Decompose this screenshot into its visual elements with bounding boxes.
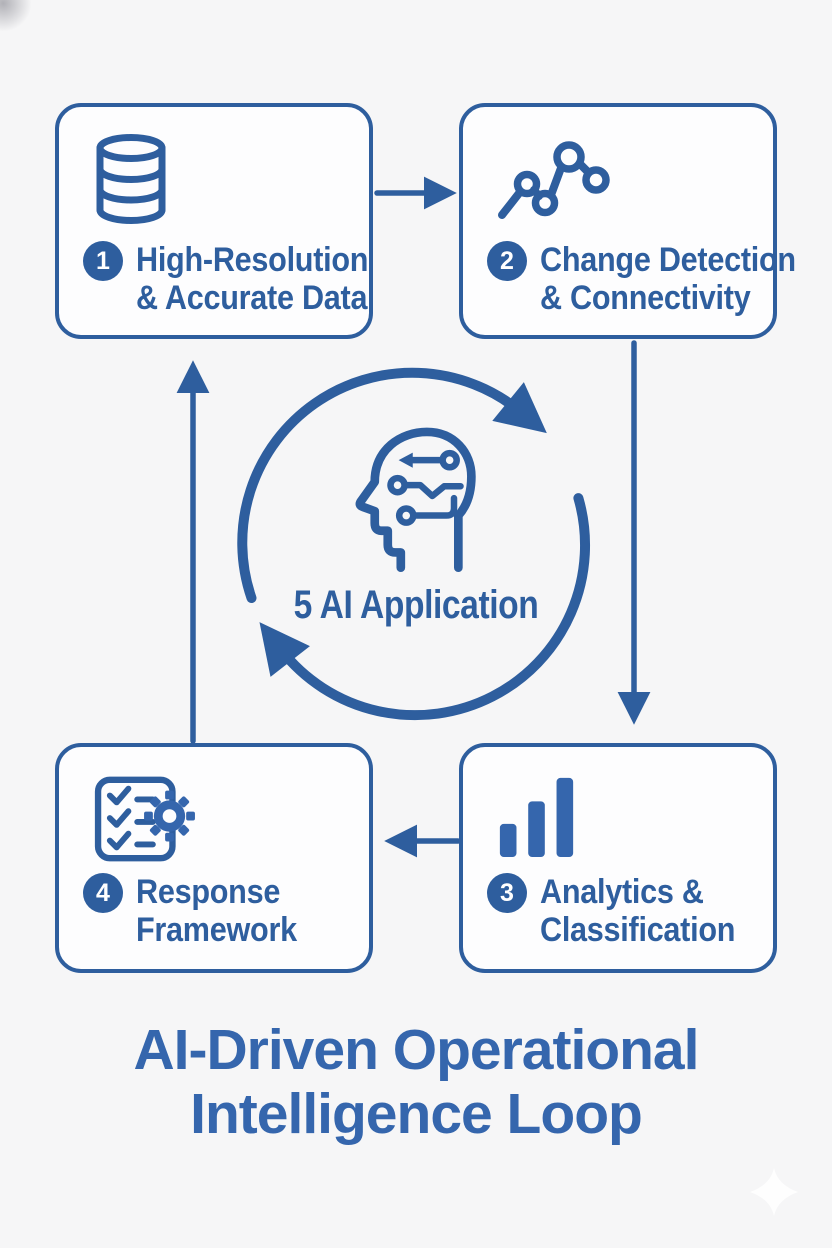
step-1-label-line1: High-Resolution xyxy=(136,241,369,279)
gear-glyph xyxy=(144,790,195,842)
step-2-change-detection-box: 2 Change Detection & Connectivity xyxy=(459,103,796,339)
step-3-label: 3 Analytics & Classification xyxy=(487,873,755,949)
step-2-number-badge: 2 xyxy=(487,241,527,281)
corner-smudge-artifact xyxy=(0,0,34,34)
diagram-title: AI-Driven Operational Intelligence Loop xyxy=(0,1018,832,1146)
diagram-title-line2: Intelligence Loop xyxy=(190,1082,643,1146)
database-icon xyxy=(91,133,351,227)
step-3-analytics-classification-box: 3 Analytics & Classification xyxy=(459,743,777,973)
sparkle-icon xyxy=(750,1168,798,1216)
diagram-title-line1: AI-Driven Operational xyxy=(133,1018,700,1082)
step-4-response-framework-box: 4 Response Framework xyxy=(55,743,373,973)
center-ai-application-label: 5 AI Application xyxy=(293,583,539,627)
step-1-label-line2: & Accurate Data xyxy=(136,279,368,317)
bar-chart-icon xyxy=(495,773,755,863)
ai-head-icon xyxy=(355,427,476,572)
step-1-number-badge: 1 xyxy=(83,241,123,281)
trend-line-icon xyxy=(495,133,755,227)
step-4-label-line1: Response xyxy=(136,873,281,911)
step-4-label-line2: Framework xyxy=(136,911,297,949)
step-4-label: 4 Response Framework xyxy=(83,873,351,949)
step-2-label-line2: & Connectivity xyxy=(540,279,751,317)
step-3-label-line2: Classification xyxy=(540,911,736,949)
step-3-label-line1: Analytics & xyxy=(540,873,704,911)
checklist-gear-icon xyxy=(91,773,351,863)
step-1-high-resolution-data-box: 1 High-Resolution & Accurate Data xyxy=(55,103,373,339)
step-4-number-badge: 4 xyxy=(83,873,123,913)
step-3-number-badge: 3 xyxy=(487,873,527,913)
step-2-label-line1: Change Detection xyxy=(540,241,796,279)
step-1-label: 1 High-Resolution & Accurate Data xyxy=(83,241,368,317)
step-2-label: 2 Change Detection & Connectivity xyxy=(487,241,796,317)
